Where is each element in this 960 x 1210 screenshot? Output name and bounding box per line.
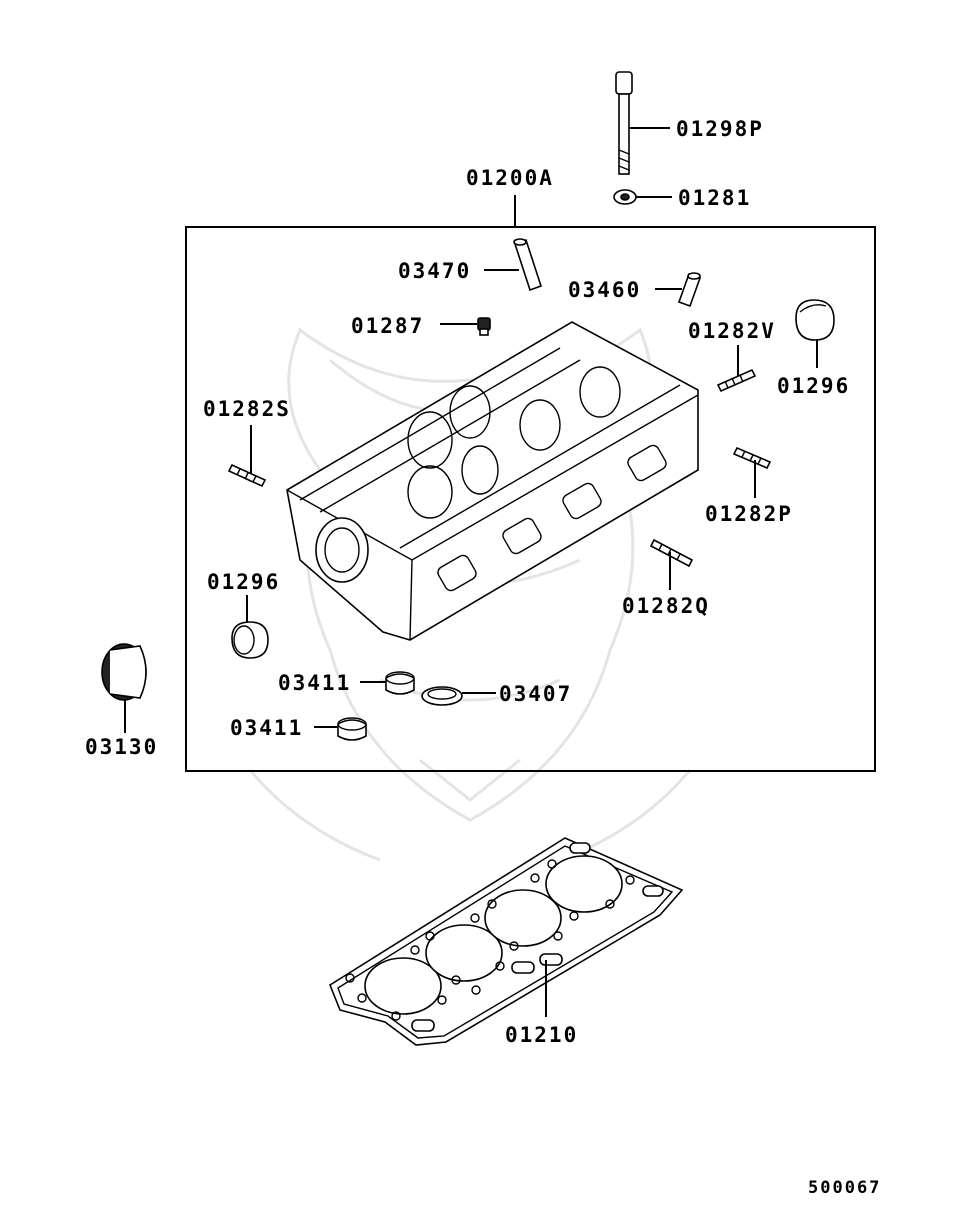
ring-03407[interactable] bbox=[421, 686, 463, 706]
guide-03460[interactable] bbox=[677, 272, 702, 308]
callout-01210[interactable]: 01210 bbox=[505, 1023, 578, 1047]
stud-01282S[interactable] bbox=[227, 463, 267, 488]
bolt-01298P[interactable] bbox=[615, 71, 633, 175]
callout-03411-upper[interactable]: 03411 bbox=[278, 671, 351, 695]
cam-journals bbox=[407, 366, 621, 519]
callout-01282S[interactable]: 01282S bbox=[203, 397, 291, 421]
cap-plug-01296-right[interactable] bbox=[795, 299, 835, 341]
exhaust-ports bbox=[437, 444, 667, 592]
cap-plug-01296-left[interactable] bbox=[231, 621, 269, 659]
callout-03460[interactable]: 03460 bbox=[568, 278, 641, 302]
seal-03411-upper[interactable] bbox=[385, 671, 415, 695]
cylinder-head[interactable] bbox=[286, 321, 699, 641]
callout-01298P[interactable]: 01298P bbox=[676, 117, 764, 141]
callout-03470[interactable]: 03470 bbox=[398, 259, 471, 283]
callout-03130[interactable]: 03130 bbox=[85, 735, 158, 759]
callout-03407[interactable]: 03407 bbox=[499, 682, 572, 706]
assembly-frame bbox=[185, 226, 876, 772]
stud-01282P[interactable] bbox=[732, 446, 772, 470]
callout-01281[interactable]: 01281 bbox=[678, 186, 751, 210]
guide-03470[interactable] bbox=[513, 238, 543, 292]
washer-01281[interactable] bbox=[613, 189, 637, 205]
diagram-ref-code: 500067 bbox=[808, 1178, 881, 1198]
gasket-bolt-holes bbox=[345, 859, 635, 1021]
head-gasket-01210[interactable] bbox=[329, 837, 684, 1046]
callout-01282Q[interactable]: 01282Q bbox=[622, 594, 710, 618]
callout-01296-left[interactable]: 01296 bbox=[207, 570, 280, 594]
callout-01200A[interactable]: 01200A bbox=[466, 166, 554, 190]
plug-01287[interactable] bbox=[477, 317, 491, 336]
callout-01282P[interactable]: 01282P bbox=[705, 502, 793, 526]
callout-03411-lower[interactable]: 03411 bbox=[230, 716, 303, 740]
callout-01296-right[interactable]: 01296 bbox=[777, 374, 850, 398]
stud-01282Q[interactable] bbox=[649, 538, 694, 568]
callout-01287[interactable]: 01287 bbox=[351, 314, 424, 338]
oil-seal-03130[interactable] bbox=[101, 643, 147, 701]
callout-01282V[interactable]: 01282V bbox=[688, 319, 776, 343]
stud-01282V[interactable] bbox=[716, 368, 757, 393]
seal-03411-lower[interactable] bbox=[337, 717, 367, 741]
